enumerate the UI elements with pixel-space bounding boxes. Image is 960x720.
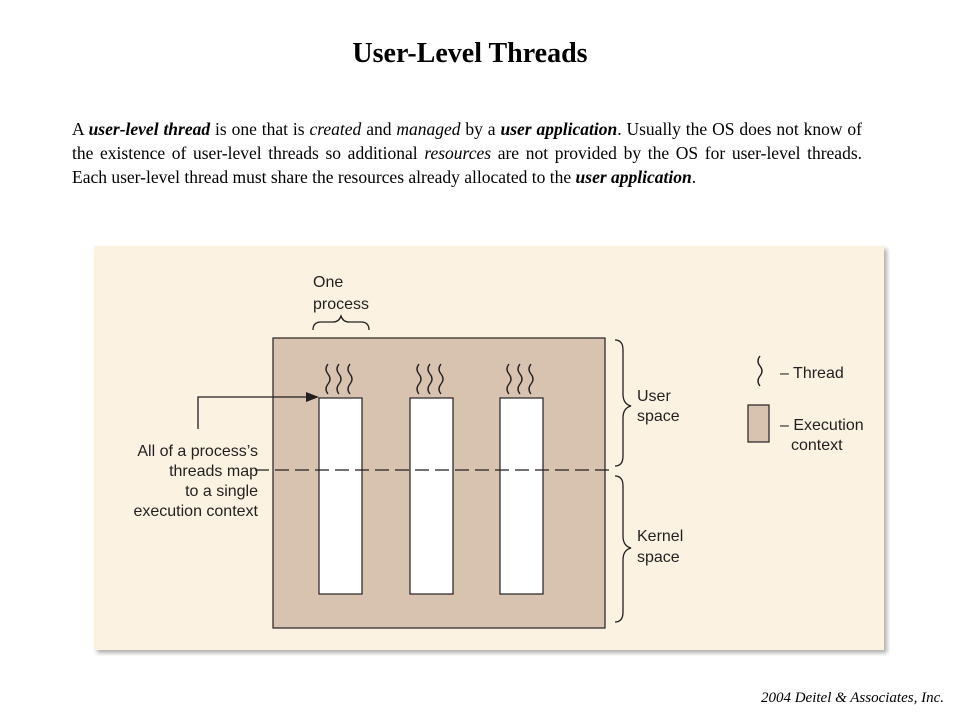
intro-term-user-level-thread: user-level thread bbox=[88, 119, 211, 139]
intro-term-managed: managed bbox=[396, 119, 461, 139]
callout-arrow-line bbox=[197, 396, 312, 429]
thread-squiggle bbox=[347, 363, 353, 395]
intro-text: are not provided by the OS for user-leve… bbox=[72, 142, 863, 187]
execution-context-column bbox=[409, 397, 454, 595]
intro-term-user-application: user application bbox=[500, 119, 618, 139]
intro-text: is one that is bbox=[210, 119, 310, 139]
callout-label: All of a process’s bbox=[137, 443, 258, 460]
thread-squiggle bbox=[438, 363, 444, 395]
user-space-brace bbox=[614, 339, 632, 467]
thread-squiggle bbox=[517, 363, 523, 395]
kernel-space-brace bbox=[614, 475, 632, 623]
legend-thread-label: – Thread bbox=[780, 365, 844, 382]
figure-svg: One process All of a process’s threads m… bbox=[94, 246, 884, 650]
user-level-threads-figure: One process All of a process’s threads m… bbox=[92, 244, 890, 656]
thread-squiggle bbox=[528, 363, 534, 395]
copyright-footer: 2004 Deitel & Associates, Inc. bbox=[760, 690, 944, 706]
intro-term-user-application: user application bbox=[575, 166, 692, 187]
thread-squiggle bbox=[416, 363, 422, 395]
kernel-space-label: space bbox=[637, 549, 680, 566]
execution-context-column bbox=[499, 397, 544, 595]
callout-arrowhead bbox=[306, 392, 319, 402]
intro-term-created: created bbox=[309, 119, 362, 139]
intro-paragraph: A user-level thread is one that is creat… bbox=[72, 118, 862, 189]
callout-label: to a single bbox=[185, 483, 258, 500]
one-process-brace bbox=[312, 313, 370, 331]
thread-squiggle bbox=[427, 363, 433, 395]
one-process-label: One bbox=[313, 274, 343, 291]
legend-execution-context-swatch bbox=[747, 404, 770, 443]
callout-label: threads map bbox=[169, 463, 258, 480]
intro-text: . bbox=[691, 166, 697, 187]
thread-squiggle bbox=[336, 363, 342, 395]
intro-text: A bbox=[72, 119, 89, 139]
legend-execution-context-label: – Execution bbox=[780, 417, 864, 434]
thread-squiggles bbox=[325, 363, 534, 395]
intro-term-resources: resources bbox=[424, 142, 492, 163]
slide-title: User-Level Threads bbox=[352, 38, 588, 69]
intro-text: . Usually the OS does not know of the ex… bbox=[72, 119, 862, 163]
thread-squiggle bbox=[325, 363, 331, 395]
thread-squiggle bbox=[506, 363, 512, 395]
intro-text: and bbox=[361, 119, 397, 139]
legend-thread-icon bbox=[757, 355, 763, 387]
callout-label: execution context bbox=[133, 503, 258, 520]
intro-text: by a bbox=[460, 119, 501, 139]
one-process-label: process bbox=[313, 296, 369, 313]
legend-execution-context-label: context bbox=[791, 437, 843, 454]
kernel-space-label: Kernel bbox=[637, 528, 683, 545]
execution-context-column bbox=[318, 397, 363, 595]
user-space-label: User bbox=[637, 388, 671, 405]
user-space-label: space bbox=[637, 408, 680, 425]
